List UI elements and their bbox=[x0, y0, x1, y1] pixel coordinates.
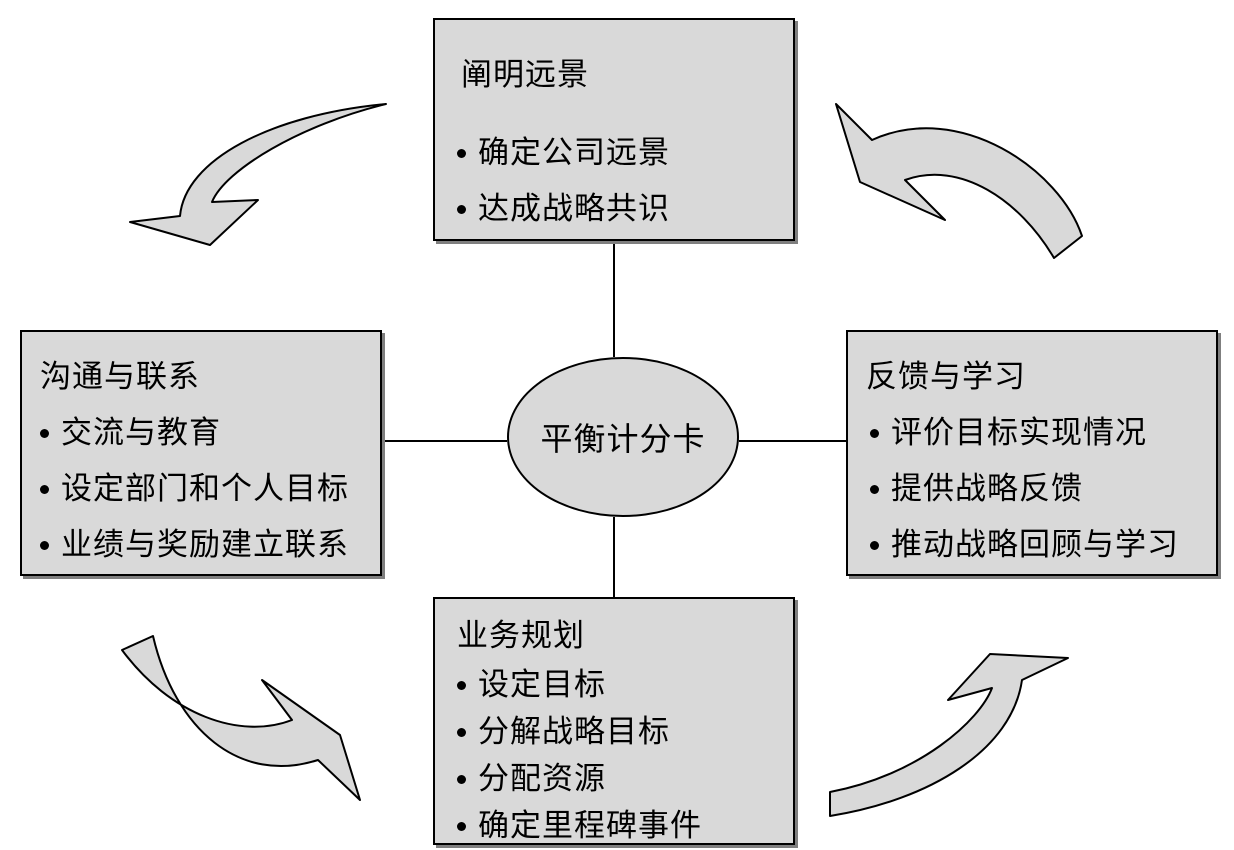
communication-title: 沟通与联系 bbox=[40, 359, 200, 395]
vision-title: 阐明远景 bbox=[461, 57, 589, 93]
bullet-icon bbox=[457, 148, 466, 158]
feedback-bullet-item: 评价目标实现情况 bbox=[870, 405, 1179, 461]
feedback-bullet-text: 评价目标实现情况 bbox=[891, 414, 1147, 451]
business-planning-bullet-text: 分解战略目标 bbox=[478, 714, 670, 750]
business-planning-bullet-list: 设定目标 分解战略目标 分配资源 确定里程碑事件 bbox=[457, 662, 702, 850]
feedback-box: 反馈与学习 评价目标实现情况 提供战略反馈 推动战略回顾与学习 bbox=[846, 330, 1218, 576]
bullet-icon bbox=[457, 822, 466, 831]
communication-box: 沟通与联系 交流与教育 设定部门和个人目标 业绩与奖励建立联系 bbox=[20, 330, 382, 576]
feedback-bullet-item: 推动战略回顾与学习 bbox=[870, 517, 1179, 573]
cycle-arrow-bottom-left bbox=[121, 635, 361, 801]
communication-bullet-item: 交流与教育 bbox=[40, 405, 349, 461]
business-planning-bullet-item: 分配资源 bbox=[457, 756, 702, 803]
center-label: 平衡计分卡 bbox=[540, 420, 706, 458]
bullet-icon bbox=[457, 775, 466, 784]
business-planning-bullet-item: 确定里程碑事件 bbox=[457, 803, 702, 850]
vision-bullet-list: 确定公司远景 达成战略共识 bbox=[457, 125, 670, 237]
bullet-icon bbox=[457, 728, 466, 737]
center-ellipse: 平衡计分卡 bbox=[507, 357, 739, 517]
cycle-arrow-bottom-right bbox=[829, 653, 1069, 817]
bullet-icon bbox=[40, 428, 49, 438]
communication-bullet-text: 交流与教育 bbox=[61, 414, 221, 451]
feedback-bullet-list: 评价目标实现情况 提供战略反馈 推动战略回顾与学习 bbox=[870, 405, 1179, 573]
communication-bullet-text: 业绩与奖励建立联系 bbox=[61, 526, 349, 563]
bullet-icon bbox=[40, 540, 49, 550]
bullet-icon bbox=[457, 204, 466, 214]
bullet-icon bbox=[40, 484, 49, 494]
communication-bullet-list: 交流与教育 设定部门和个人目标 业绩与奖励建立联系 bbox=[40, 405, 349, 573]
cycle-arrow-top-right bbox=[835, 103, 1083, 259]
communication-bullet-item: 设定部门和个人目标 bbox=[40, 461, 349, 517]
feedback-bullet-text: 提供战略反馈 bbox=[891, 470, 1083, 507]
business-planning-bullet-item: 分解战略目标 bbox=[457, 709, 702, 756]
bullet-icon bbox=[870, 428, 879, 438]
business-planning-bullet-text: 确定里程碑事件 bbox=[478, 808, 702, 844]
bullet-icon bbox=[870, 540, 879, 550]
bullet-icon bbox=[457, 681, 466, 690]
business-planning-bullet-text: 分配资源 bbox=[478, 761, 606, 797]
vision-box: 阐明远景 确定公司远景 达成战略共识 bbox=[433, 18, 795, 241]
vision-bullet-item: 确定公司远景 bbox=[457, 125, 670, 181]
communication-bullet-item: 业绩与奖励建立联系 bbox=[40, 517, 349, 573]
vision-bullet-text: 达成战略共识 bbox=[478, 190, 670, 227]
bullet-icon bbox=[870, 484, 879, 494]
vision-bullet-text: 确定公司远景 bbox=[478, 134, 670, 171]
business-planning-bullet-text: 设定目标 bbox=[478, 667, 606, 703]
business-planning-box: 业务规划 设定目标 分解战略目标 分配资源 确定里程碑事件 bbox=[433, 597, 795, 845]
communication-bullet-text: 设定部门和个人目标 bbox=[61, 470, 349, 507]
vision-bullet-item: 达成战略共识 bbox=[457, 181, 670, 237]
cycle-arrow-top-left bbox=[129, 103, 387, 246]
feedback-title: 反馈与学习 bbox=[866, 359, 1026, 395]
business-planning-bullet-item: 设定目标 bbox=[457, 662, 702, 709]
business-planning-title: 业务规划 bbox=[457, 618, 585, 654]
feedback-bullet-item: 提供战略反馈 bbox=[870, 461, 1179, 517]
feedback-bullet-text: 推动战略回顾与学习 bbox=[891, 526, 1179, 563]
